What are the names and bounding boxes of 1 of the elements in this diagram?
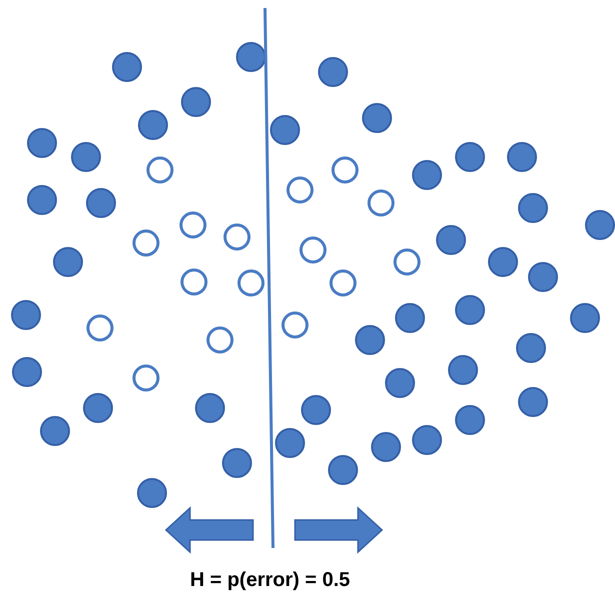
caption: H = p(error) = 0.5 [188,568,352,593]
